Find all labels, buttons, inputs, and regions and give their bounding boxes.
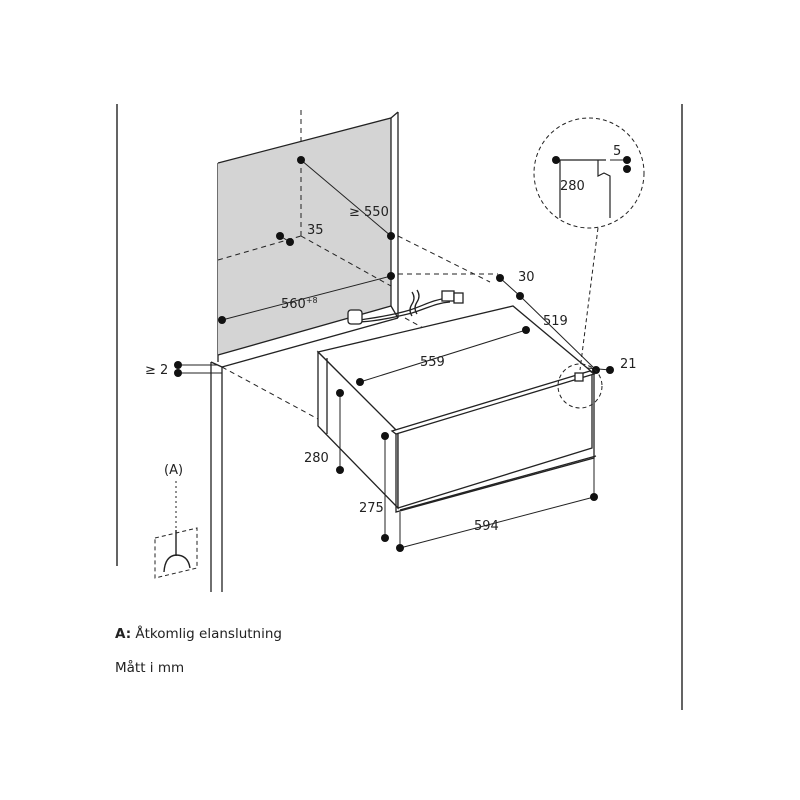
dim-niche-width-value: 560 [281,297,306,312]
legend-key-a: A: [115,626,132,642]
appliance-body [316,305,597,513]
dim-body-height: 275 [359,501,384,516]
dim-depth: 519 [543,314,568,329]
connection-marker-label: (A) [164,463,183,478]
dim-niche-offset: 35 [307,223,324,238]
dim-gap: ≥ 2 [145,363,168,378]
niche [217,111,399,368]
power-cable [347,289,464,325]
dim-niche-width-tolerance: +8 [306,296,318,305]
detail-callout [533,117,645,409]
dim-niche-height: 280 [304,451,329,466]
dim-min-depth: ≥ 550 [349,205,389,220]
dim-body-width: 559 [420,355,445,370]
dim-cable-clearance: 30 [518,270,535,285]
dim-front-offset: 21 [620,357,637,372]
legend-text-a: Åtkomlig elanslutning [131,626,282,642]
electrical-connection-icon [154,481,198,579]
legend-units: Mått i mm [115,660,185,676]
dim-detail-5: 5 [613,144,621,159]
dim-niche-width: 560+8 [281,296,318,312]
dimension-lines [178,159,611,549]
legend-connection: A: Åtkomlig elanslutning [115,626,282,642]
dim-front-width: 594 [474,519,499,534]
dimension-labels: ≥ 550 35 560+8 ≥ 2 30 519 5 280 21 559 2… [145,144,637,534]
dim-detail-280: 280 [560,179,585,194]
dimension-dots [174,156,614,552]
